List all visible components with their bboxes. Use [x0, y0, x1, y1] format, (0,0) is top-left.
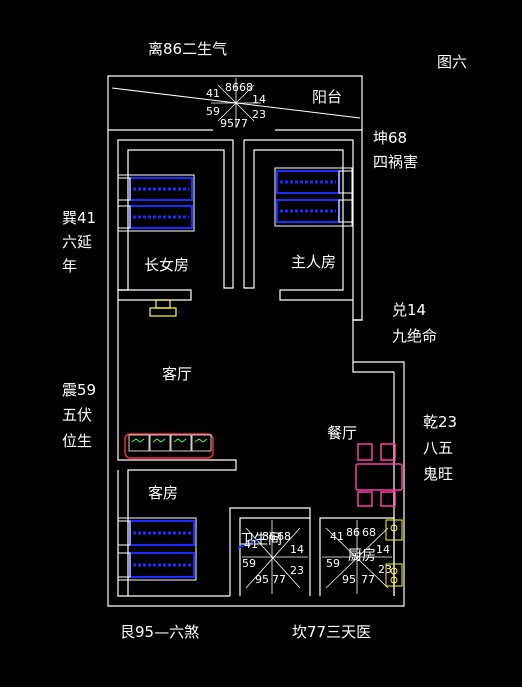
bath-num-41: 41	[244, 538, 258, 551]
kitchen-num-59: 59	[326, 557, 340, 570]
kitchen-num-77: 77	[361, 573, 375, 586]
direction-west-1: 兑14	[392, 301, 427, 319]
direction-southeast-3: 年	[62, 257, 78, 275]
bath-num-59: 59	[242, 557, 256, 570]
direction-northeast: 艮95—六煞	[120, 623, 200, 641]
compass-num-41: 41	[206, 87, 220, 100]
room-living: 客厅	[162, 365, 193, 383]
compass-num-86: 86	[225, 81, 239, 94]
direction-southeast-2: 六延	[62, 233, 93, 251]
kitchen-num-95: 95	[342, 573, 356, 586]
room-master: 主人房	[291, 253, 337, 271]
compass-rose-bathroom	[242, 520, 308, 594]
compass-num-77: 77	[234, 117, 248, 130]
direction-northwest-2: 八五	[423, 439, 454, 457]
kitchen-num-14: 14	[376, 543, 390, 556]
room-dining: 餐厅	[327, 424, 358, 442]
direction-southwest-1: 坤68	[373, 129, 408, 147]
direction-west-2: 九绝命	[392, 327, 438, 345]
bath-num-77: 77	[272, 573, 286, 586]
bath-num-23: 23	[290, 564, 304, 577]
compass-rose-balcony	[211, 78, 261, 128]
compass-num-95: 95	[220, 117, 234, 130]
direction-north: 坎77三天医	[292, 623, 372, 641]
room-kitchen: 厨房	[348, 548, 376, 564]
plant-box	[124, 433, 214, 459]
kitchen-num-68: 68	[362, 526, 376, 539]
bath-num-86: 86	[262, 530, 276, 543]
bath-num-14: 14	[290, 543, 304, 556]
kitchen-num-86: 86	[346, 526, 360, 539]
compass-num-23: 23	[252, 108, 266, 121]
direction-southeast-1: 巽41	[62, 209, 97, 227]
bed-eldest-daughter	[117, 174, 195, 232]
room-eldest-daughter: 长女房	[144, 256, 190, 274]
bathroom-fixture	[237, 537, 263, 549]
room-guest: 客房	[148, 484, 179, 502]
compass-num-68: 68	[239, 81, 253, 94]
direction-east-3: 位生	[62, 432, 93, 450]
walls	[107, 75, 405, 607]
compass-rose-kitchen	[322, 520, 392, 594]
figure-label: 图六	[437, 53, 468, 71]
direction-southwest-2: 四祸害	[373, 153, 419, 171]
bed-guest	[117, 517, 197, 581]
direction-northwest-3: 鬼旺	[423, 465, 454, 483]
direction-south: 离86二生气	[148, 40, 228, 58]
dining-table	[355, 443, 403, 507]
direction-northwest-1: 乾23	[423, 413, 458, 431]
bath-num-95: 95	[255, 573, 269, 586]
bath-num-68: 68	[277, 530, 291, 543]
kitchen-num-41: 41	[330, 530, 344, 543]
room-balcony: 阳台	[312, 88, 343, 106]
direction-east-1: 震59	[62, 381, 97, 399]
room-bathroom: 卫生间	[240, 532, 282, 548]
kitchen-fixtures	[385, 519, 403, 587]
kitchen-num-23: 23	[378, 563, 392, 576]
compass-num-59: 59	[206, 105, 220, 118]
bed-master	[274, 167, 353, 227]
compass-num-14: 14	[252, 93, 266, 106]
lamp	[149, 299, 177, 317]
direction-east-2: 五伏	[62, 406, 93, 424]
